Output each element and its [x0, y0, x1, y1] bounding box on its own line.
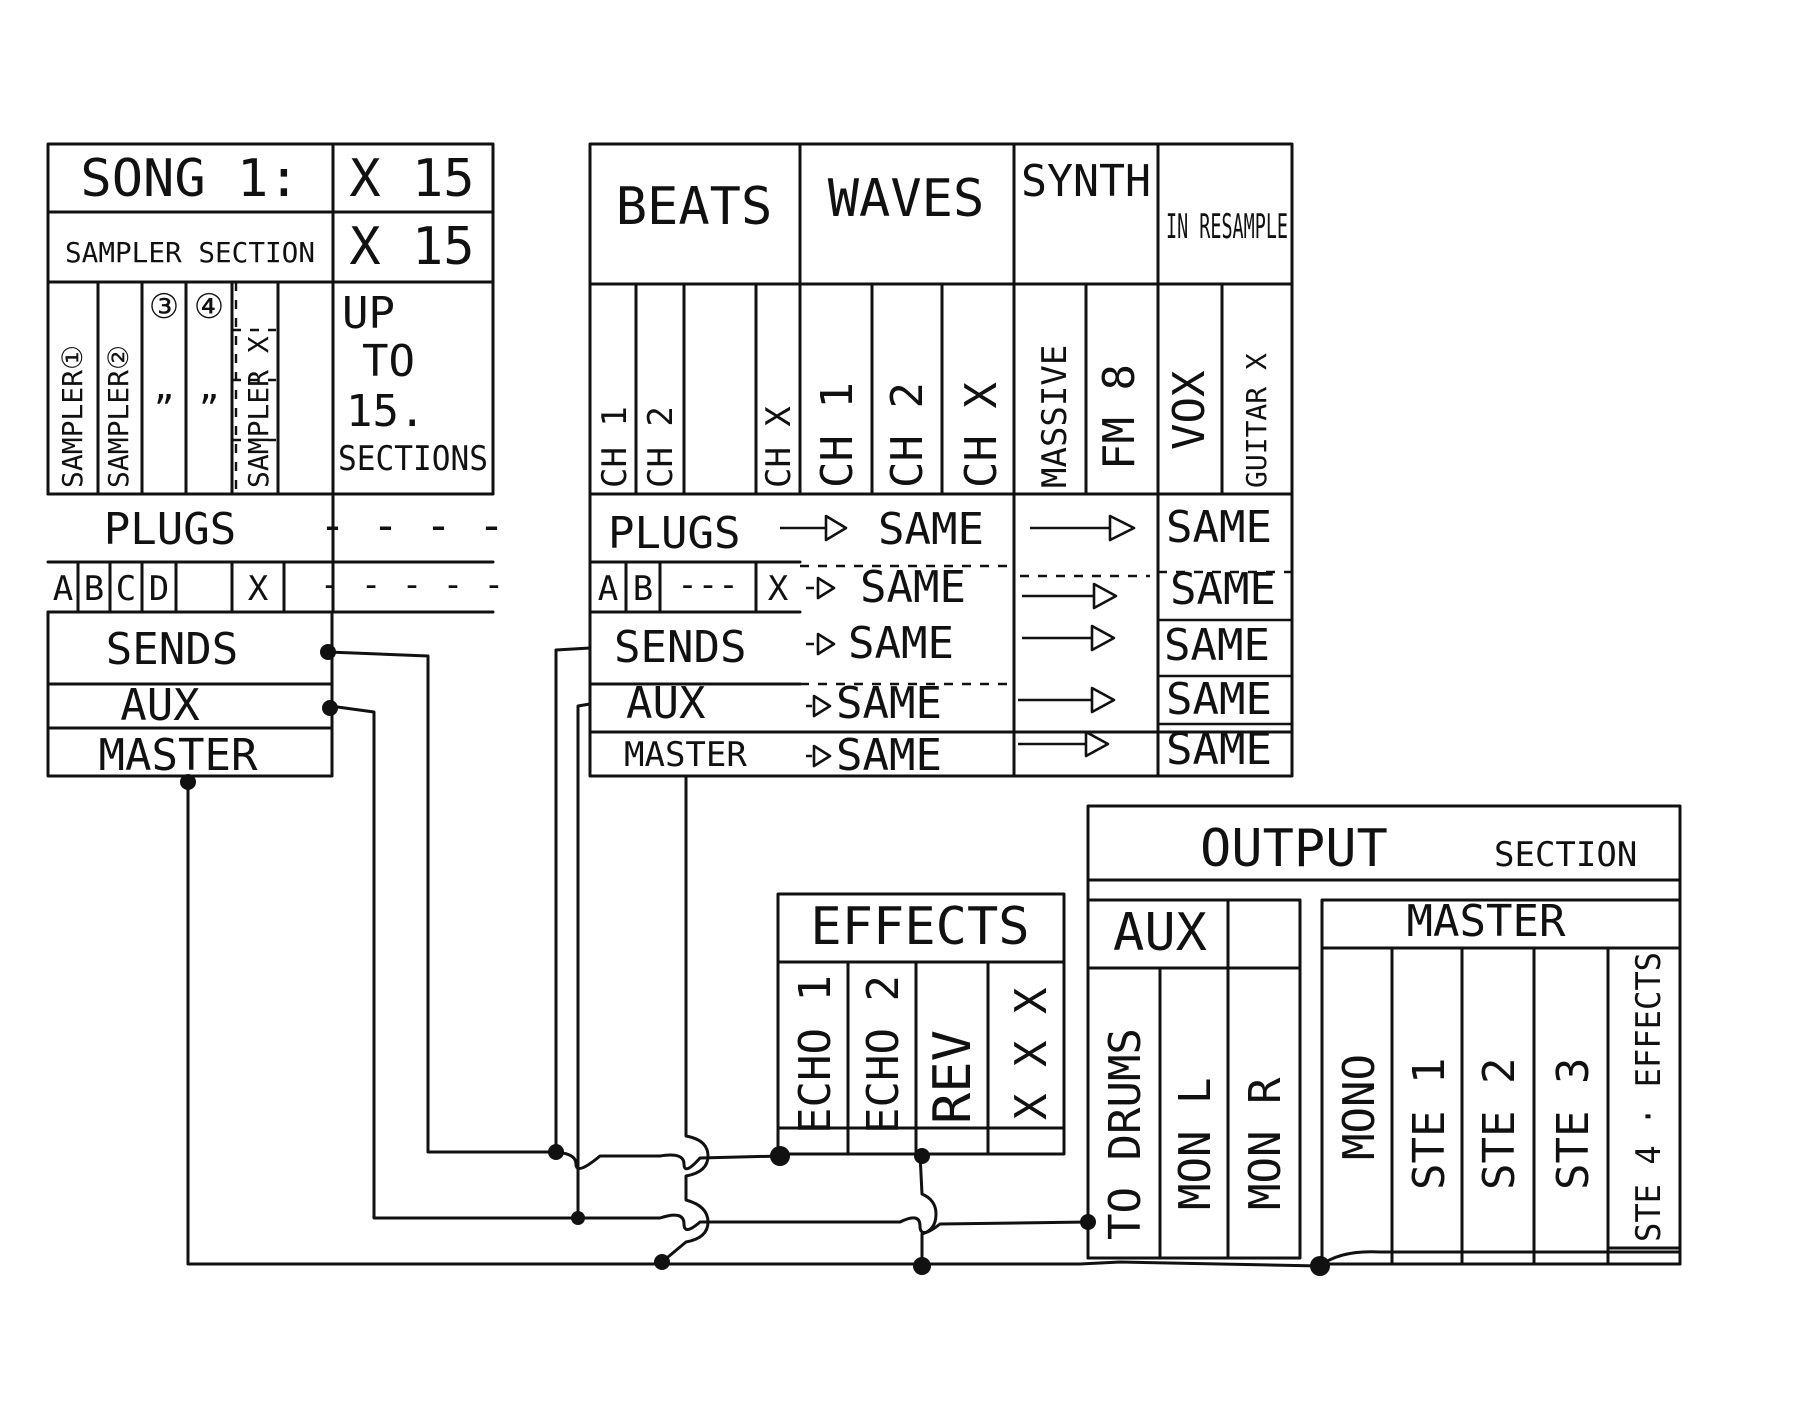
same-plugs-waves: SAME [878, 504, 984, 555]
sampler-x-label: SAMPLER X [242, 336, 275, 488]
song-slot-c: C [116, 569, 136, 609]
song-slot-d: D [149, 569, 169, 609]
song-title: SONG 1: [80, 149, 299, 209]
aux-mon-l: MON L [1170, 1078, 1221, 1210]
routing-wires [180, 644, 1682, 1276]
up-to-line-4: SECTIONS [338, 439, 488, 479]
header-synth: SYNTH [1021, 156, 1151, 207]
up-to-line-2: TO [362, 336, 415, 387]
beats-ch2: CH 2 [641, 406, 681, 488]
in-vox: VOX [1164, 370, 1215, 450]
song-sends-label: SENDS [106, 624, 238, 675]
aux-mon-r: MON R [1240, 1077, 1291, 1210]
output-title-sub: SECTION [1494, 835, 1637, 875]
song-master-label: MASTER [99, 730, 258, 781]
song-slot-b: B [84, 569, 104, 609]
inst-master-label: MASTER [624, 735, 747, 775]
effect-xxx: X X X [1006, 987, 1057, 1120]
synth-fm8: FM 8 [1094, 364, 1145, 470]
effect-echo1: ECHO 1 [790, 975, 841, 1134]
song-slot-a: A [53, 569, 73, 609]
same-slots-waves: SAME [860, 562, 966, 613]
effects-title: EFFECTS [810, 897, 1029, 957]
output-master-title: MASTER [1407, 896, 1566, 947]
instruments-block: BEATS WAVES SYNTH IN RESAMPLE CH 1 CH 2 … [588, 142, 1294, 781]
same-aux-in: SAME [1166, 674, 1272, 725]
song-block: SONG 1: X 15 SAMPLER SECTION X 15 SAMPLE… [46, 142, 505, 781]
same-slots-in: SAME [1170, 564, 1276, 615]
output-aux-title: AUX [1113, 903, 1207, 963]
effect-rev: REV [923, 1030, 983, 1124]
song-slot-x: X [248, 569, 269, 609]
up-to-line-1: UP [342, 288, 395, 339]
same-master-in: SAME [1166, 724, 1272, 775]
beats-chx: CH X [759, 406, 799, 488]
output-title: OUTPUT [1200, 819, 1388, 879]
inst-plugs-label: PLUGS [608, 508, 740, 559]
same-aux-waves: SAME [836, 678, 942, 729]
header-in-resample: IN RESAMPLE [1166, 207, 1288, 247]
aux-to-drums: TO DRUMS [1100, 1028, 1151, 1240]
song-plugs-label: PLUGS [104, 504, 236, 555]
waves-ch1: CH 1 [812, 382, 863, 488]
inst-aux-label: AUX [626, 678, 706, 729]
song-multiplier: X 15 [349, 149, 474, 209]
output-block: OUTPUT SECTION AUX TO DRUMS MON L MON R … [1086, 804, 1682, 1266]
sampler-multiplier: X 15 [349, 217, 474, 277]
inst-sends-label: SENDS [614, 622, 746, 673]
master-ste2: STE 2 [1474, 1058, 1525, 1190]
inst-slot-b: B [633, 569, 653, 609]
master-ste3: STE 3 [1548, 1058, 1599, 1190]
sampler-4-label: ④ [194, 287, 224, 327]
song-slots-placeholder: - - - - - [320, 565, 504, 605]
inst-slot-dashes: --- [677, 565, 738, 605]
effects-block: EFFECTS ECHO 1 ECHO 2 REV X X X [776, 892, 1066, 1156]
same-sends-in: SAME [1164, 620, 1270, 671]
synth-massive: MASSIVE [1035, 345, 1075, 488]
sampler-2-label: SAMPLER② [102, 345, 135, 488]
master-mono: MONO [1334, 1054, 1385, 1160]
sampler-3-label: ③ [149, 287, 179, 327]
same-sends-waves: SAME [848, 618, 954, 669]
waves-ch2: CH 2 [882, 382, 933, 488]
effect-echo2: ECHO 2 [858, 975, 909, 1134]
master-ste4-effects: STE 4 · EFFECTS [1629, 952, 1669, 1242]
inst-slot-x: X [768, 569, 789, 609]
song-plugs-placeholder: - - - - [319, 500, 504, 551]
song-aux-label: AUX [120, 680, 200, 731]
up-to-line-3: 15. [346, 386, 425, 437]
ditto-mark-2: ” [199, 389, 219, 429]
inst-slot-a: A [598, 569, 618, 609]
ditto-mark-1: ” [154, 389, 174, 429]
waves-chx: CH X [956, 382, 1007, 488]
sampler-1-label: SAMPLER① [56, 345, 89, 488]
beats-ch1: CH 1 [595, 406, 635, 488]
in-guitar-x: GUITAR X [1240, 353, 1273, 488]
same-master-waves: SAME [836, 730, 942, 781]
master-ste1: STE 1 [1404, 1058, 1455, 1190]
header-waves: WAVES [828, 169, 985, 229]
sampler-section-label: SAMPLER SECTION [65, 236, 315, 269]
header-beats: BEATS [616, 177, 773, 237]
same-plugs-in: SAME [1166, 502, 1272, 553]
